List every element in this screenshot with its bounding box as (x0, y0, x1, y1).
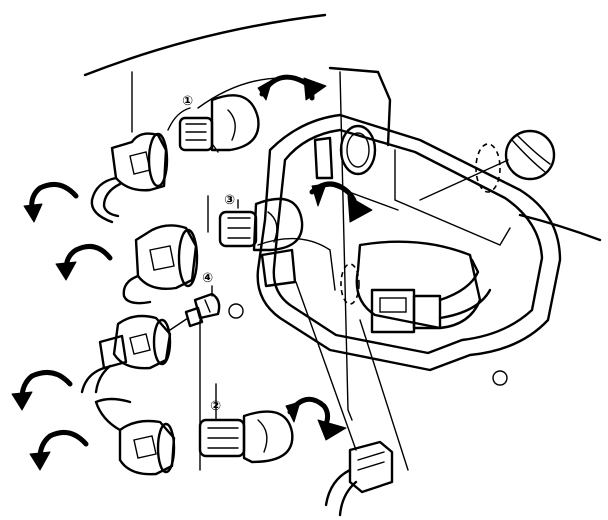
callout-4: ④ (202, 271, 213, 286)
callout-1: ① (182, 94, 193, 109)
detail-circle (419, 129, 556, 201)
pull-arrow-3 (55, 243, 113, 281)
pull-arrow-2 (29, 429, 89, 471)
socket-2 (94, 397, 176, 476)
socket-opening (313, 124, 377, 180)
callout-2: ② (210, 399, 221, 414)
callout-3: ③ (224, 193, 235, 208)
pull-arrow-1 (23, 181, 79, 223)
rotation-arrow-top (257, 74, 327, 101)
bulb-2 (198, 410, 294, 464)
dashed-hole-markers (340, 143, 501, 305)
socket-4 (80, 314, 189, 394)
socket-1 (90, 132, 169, 224)
mounting-holes (228, 303, 508, 386)
bulb-3 (218, 197, 304, 252)
bulb-4 (184, 292, 221, 328)
pull-arrow-4 (11, 369, 73, 411)
leader-lines (131, 71, 409, 471)
bottom-connector (324, 440, 394, 517)
bulb-1 (178, 94, 260, 153)
socket-3 (122, 224, 199, 305)
rotation-arrow-housing (309, 181, 373, 223)
harness-connector (370, 258, 492, 334)
rotation-arrow-bottom (285, 396, 347, 441)
